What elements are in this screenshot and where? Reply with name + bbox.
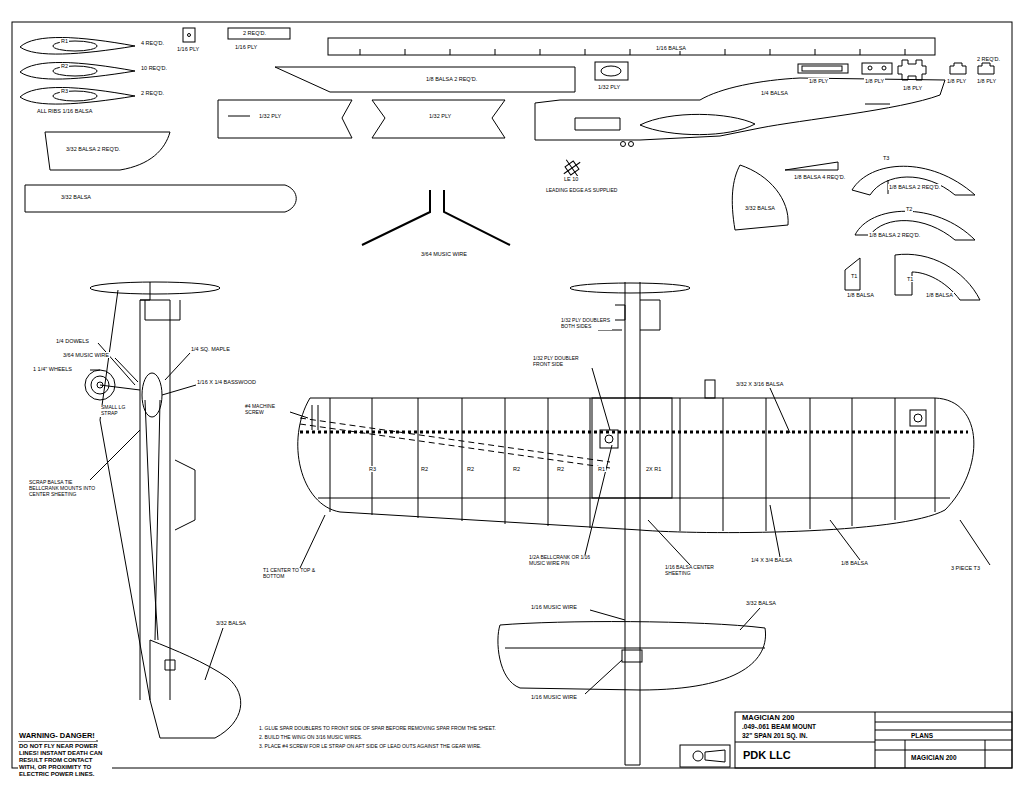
part-label: 3/32 BALSA [744,205,776,211]
part-label: 1/16 PLY [176,46,200,52]
part-label: 3/32 X 3/16 BALSA [735,381,784,387]
title-block-text: 32" SPAN 201 SQ. IN. [741,732,808,739]
part-label: T1 [906,276,914,282]
part-label: 3/32 BALSA 2 REQ'D. [65,146,121,152]
part-label: 1/4 X 3/4 BALSA [750,557,793,563]
plan-note: 1. GLUE SPAR DOUBLERS TO FRONT SIDE OF S… [258,726,497,732]
part-label: 1/8 BALSA 2 REQ'D. [868,232,921,238]
part-label: T2 [905,206,913,212]
part-label: 1/16 PLY [234,44,258,50]
part-label: 1/2A BELLCRANK OR 1/16 MUSIC WIRE PIN [528,555,594,567]
top-view [298,282,974,765]
title-block-text: .049-.061 BEAM MOUNT [741,723,817,730]
part-label: 10 REQ'D. [140,65,168,71]
part-label: 1/8 BALSA [925,292,954,298]
part-label: 1/16 MUSIC WIRE [530,604,578,610]
part-label: 1/4 BALSA [760,90,789,96]
part-label: 3/64 MUSIC WIRE [62,352,110,358]
part-label: T3 [882,155,890,161]
part-label: R3 [60,88,69,94]
part-label: 1/32 PLY DOUBLER FRONT SIDE [532,356,588,368]
warning-note: WARNING- DANGER! [18,732,96,741]
side-view [85,282,241,738]
part-label: 1/8 BALSA 2 REQ'D. [425,76,478,82]
part-label: R3 [368,466,377,472]
part-label: 1/4 DOWELS [55,338,90,344]
part-label: 1/4 SQ. MAPLE [190,346,231,352]
part-label: 1/8 PLY [946,78,967,84]
part-label: 3/32 BALSA [745,600,777,606]
part-label: 2X R1 [645,466,662,472]
part-label: 2 REQ'D. [140,90,165,96]
part-label: 2 REQ'D. [242,30,267,36]
part-label: T1 [850,273,858,279]
part-label: R2 [60,63,69,69]
title-block-text: PDK LLC [742,749,792,762]
plan-note: 3. PLACE #4 SCREW FOR LE STRAP ON AFT SI… [258,744,482,750]
part-label: 1/16 BALSA CENTER SHEETING [664,565,718,577]
part-label: 1/8 BALSA 4 REQ'D. [793,174,846,180]
part-label: R2 [420,466,429,472]
part-label: 1/8 PLY [808,78,829,84]
title-block-text: MAGICIAN 200 [741,714,796,723]
part-label: 1/16 X 1/4 BASSWOOD [196,379,257,385]
part-label: 1/32 PLY [258,113,282,119]
part-label: ALL RIBS 1/16 BALSA [36,108,93,114]
part-label: R1 [60,38,69,44]
title-block-text: MAGICIAN 200 [910,754,958,761]
title-block-text: PLANS [910,732,934,739]
part-label: 1/32 PLY [597,84,621,90]
part-label: 3/64 MUSIC WIRE [420,251,468,257]
warning-note: DO NOT FLY NEAR POWER LINES! INSTANT DEA… [18,743,112,777]
part-label: 2 REQ'D. [976,56,1001,62]
part-label: 3 PIECE T3 [950,565,981,571]
part-label: 1/32 PLY DOUBLERS BOTH SIDES [560,318,612,330]
part-label: R1 [597,466,606,472]
part-label: 1/8 PLY [864,78,885,84]
rib-parts [20,37,135,104]
part-label: 3/32 BALSA [60,194,92,200]
part-label: 1/8 BALSA [840,560,869,566]
part-label: SMALL LG STRAP [100,405,136,417]
part-label: 3/32 BALSA [215,620,247,626]
part-label: 4 REQ'D. [140,40,165,46]
part-label: R2 [556,466,565,472]
part-label: 1 1/4" WHEELS [32,366,73,372]
plan-note: 2. BUILD THE WING ON 3/16 MUSIC WIRES. [258,735,363,741]
part-label: 1/8 BALSA 2 REQ'D. [888,184,941,190]
part-label: LEADING EDGE AS SUPPLIED [545,188,618,194]
part-label: 1/16 MUSIC WIRE [530,694,578,700]
part-label: #4 MACHINE SCREW [244,404,288,416]
part-label: 1/8 PLY [976,78,997,84]
part-label: R2 [512,466,521,472]
part-label: LE 10 [563,176,579,182]
part-label: T1 CENTER TO TOP & BOTTOM [262,568,334,580]
part-label: R2 [466,466,475,472]
part-label: 1/8 PLY [902,85,923,91]
part-label: 1/32 PLY [428,113,452,119]
part-label: 1/16 BALSA [655,45,687,51]
part-label: 1/8 BALSA [846,292,875,298]
part-label: SCRAP BALSA TIE BELLCRANK MOUNTS INTO CE… [28,480,100,497]
